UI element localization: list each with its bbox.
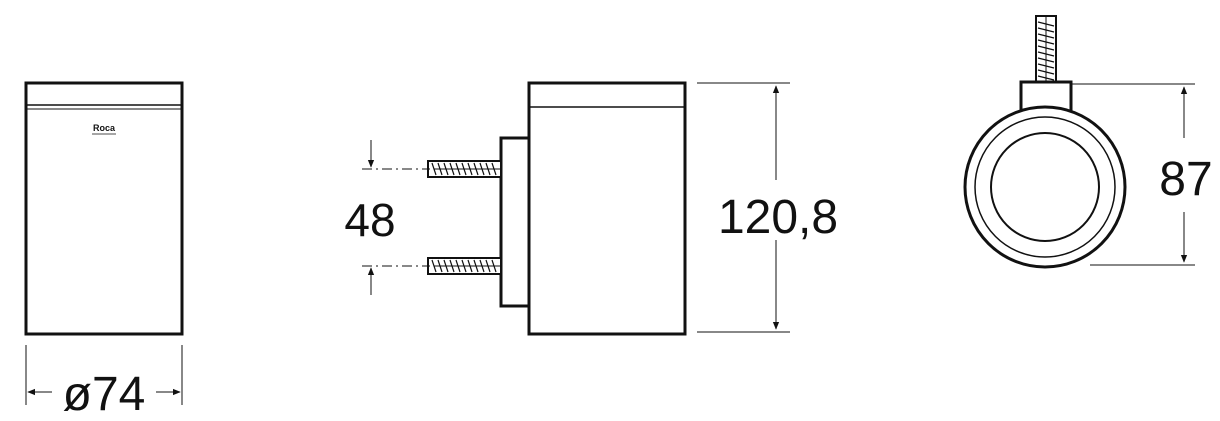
upper-screw [427, 160, 502, 178]
side-body [527, 81, 687, 336]
outer-ring [963, 105, 1127, 269]
mounting-plate [499, 136, 531, 308]
diameter-label: ø74 [63, 368, 146, 421]
projection-label: 87 [1159, 153, 1212, 206]
height-label: 120,8 [718, 191, 838, 244]
top-view: 87 [963, 15, 1213, 269]
front-body [24, 81, 184, 336]
middle-ring [974, 116, 1116, 258]
screw-spacing-label: 48 [344, 194, 395, 246]
front-view: Roca ø74 [24, 81, 184, 421]
brand-logo-text: Roca [93, 123, 116, 133]
inner-ring [990, 132, 1100, 242]
side-view: 48 120,8 [344, 81, 838, 336]
lower-screw [427, 257, 502, 275]
top-screw [1035, 15, 1057, 83]
